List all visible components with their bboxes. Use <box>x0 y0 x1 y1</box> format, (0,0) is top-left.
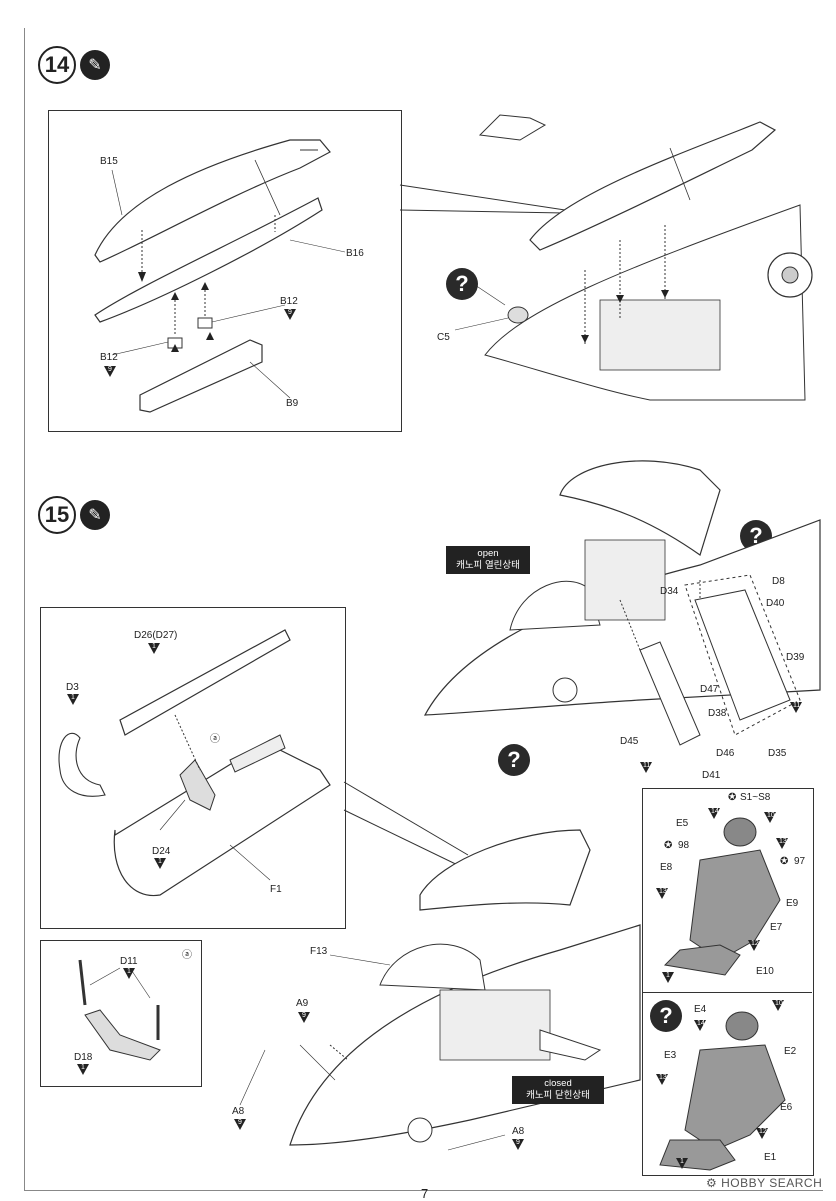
label-d34: D34 <box>660 586 679 597</box>
page-border <box>24 28 823 1191</box>
paint-brush-icon: ✎ <box>80 500 110 530</box>
label-97: 97 <box>794 856 806 867</box>
label-d46: D46 <box>716 748 735 759</box>
paint-marker-1: 1 <box>67 694 79 705</box>
label-d41: D41 <box>702 770 721 781</box>
page-number: 7 <box>421 1186 429 1201</box>
paint-marker-14: 14 <box>708 808 720 819</box>
paint-marker-9: 9 <box>234 1119 246 1130</box>
label-e9: E9 <box>786 898 799 909</box>
label-e4: E4 <box>694 1004 707 1015</box>
paint-brush-icon: ✎ <box>80 50 110 80</box>
circle-a-marker: ⓐ <box>182 950 192 961</box>
question-icon: ? <box>650 1000 682 1032</box>
label-d3: D3 <box>66 682 79 693</box>
label-c5: C5 <box>437 332 450 343</box>
canopy-open-tag: open 캐노피 열린상태 <box>446 546 530 574</box>
label-b12-left: B12 <box>100 352 118 363</box>
label-d11: D11 <box>120 956 138 967</box>
circle-a-marker: ⓐ <box>210 734 220 745</box>
label-d8: D8 <box>772 576 785 587</box>
paint-marker-9: 9 <box>284 309 296 320</box>
paint-marker-1: 1 <box>123 968 135 979</box>
paint-marker-1: 1 <box>148 643 160 654</box>
paint-marker-1: 1 <box>154 858 166 869</box>
paint-marker-9: 9 <box>512 1139 524 1150</box>
label-b16: B16 <box>346 248 364 259</box>
label-d39: D39 <box>786 652 805 663</box>
crew-divider <box>642 992 812 993</box>
label-s1-s8: S1~S8 <box>740 792 771 803</box>
label-e8: E8 <box>660 862 673 873</box>
watermark: ⚙ HOBBY SEARCH <box>706 1176 823 1190</box>
label-d38: D38 <box>708 708 727 719</box>
star-icon: ✪ <box>728 792 737 803</box>
question-icon: ? <box>446 268 478 300</box>
label-e10: E10 <box>756 966 774 977</box>
label-a9: A9 <box>296 998 309 1009</box>
paint-marker-11: 11 <box>640 762 652 773</box>
label-d24: D24 <box>152 846 171 857</box>
label-e1: E1 <box>764 1152 777 1163</box>
step-14-number: 14 <box>38 46 76 84</box>
label-98: 98 <box>678 840 690 851</box>
label-f1: F1 <box>270 884 282 895</box>
label-a8-right: A8 <box>512 1126 525 1137</box>
label-d18: D18 <box>74 1052 93 1063</box>
paint-marker-1: 1 <box>676 1158 688 1169</box>
label-b15: B15 <box>100 156 118 167</box>
paint-marker-10: 10 <box>764 812 776 823</box>
paint-marker-13: 13 <box>656 888 668 899</box>
label-a8-left: A8 <box>232 1106 245 1117</box>
label-e3: E3 <box>664 1050 677 1061</box>
paint-marker-13: 13 <box>776 838 788 849</box>
seat-detail-box <box>40 940 202 1087</box>
label-e2: E2 <box>784 1046 797 1057</box>
label-d45: D45 <box>620 736 639 747</box>
star-icon: ✪ <box>664 840 673 851</box>
label-e5: E5 <box>676 818 689 829</box>
paint-marker-9: 9 <box>104 366 116 377</box>
label-d35: D35 <box>768 748 787 759</box>
paint-marker-13: 13 <box>656 1074 668 1085</box>
label-e7: E7 <box>770 922 783 933</box>
paint-marker-9: 9 <box>298 1012 310 1023</box>
paint-marker-12: 12 <box>756 1128 768 1139</box>
label-b9: B9 <box>286 398 299 409</box>
star-icon: ✪ <box>780 856 789 867</box>
paint-marker-1: 1 <box>77 1064 89 1075</box>
label-d26-d27: D26(D27) <box>134 630 178 641</box>
label-e6: E6 <box>780 1102 793 1113</box>
canopy-closed-tag: closed 캐노피 닫힌상태 <box>512 1076 604 1104</box>
paint-marker-10: 10 <box>772 1000 784 1011</box>
paint-marker-12: 12 <box>748 940 760 951</box>
paint-marker-11: 11 <box>790 702 802 713</box>
label-b12-top: B12 <box>280 296 298 307</box>
label-d40: D40 <box>766 598 785 609</box>
paint-marker-14: 14 <box>694 1020 706 1031</box>
label-d47: D47 <box>700 684 719 695</box>
paint-marker-1: 1 <box>662 972 674 983</box>
label-f13: F13 <box>310 946 328 957</box>
question-icon: ? <box>498 744 530 776</box>
step-15-number: 15 <box>38 496 76 534</box>
